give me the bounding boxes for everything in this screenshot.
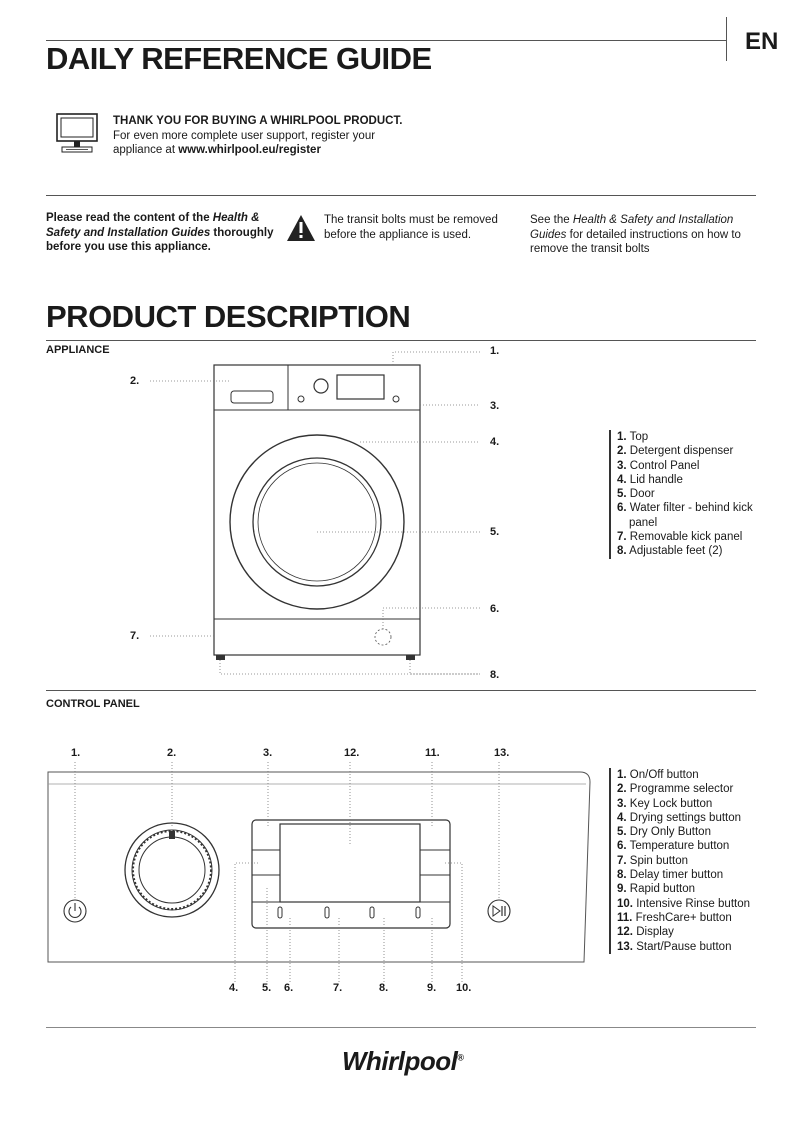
monitor-icon [54,112,100,161]
legend-item: 12. Display [617,926,674,939]
see-text-5: remove the transit bolts [530,243,650,255]
legend-item: 1. Top [617,431,649,443]
transit-line-2: before the appliance is used. [324,228,472,241]
door-glass [252,457,382,587]
appliance-callout-3: 3. [490,400,500,412]
legend-item: 2. Detergent dispenser [617,445,734,458]
transit-line-1: The transit bolts must be removed [324,214,498,226]
control-display [336,374,385,400]
legend-item: 8. Adjustable feet (2) [617,545,723,558]
legend-item: 8. Delay timer button [617,869,724,882]
legend-item: 11. FreshCare+ button [617,911,732,924]
panel-callout-5: 5. [262,982,272,994]
panel-callout-4: 4. [229,982,239,994]
product-rule [46,340,756,341]
read-text-1: Please read the content of the [46,212,213,224]
read-notice: Please read the content of the Health & … [46,211,286,255]
see-text-2: Health & Safety and Installation [572,214,734,226]
panel-callout-6: 6. [284,982,294,994]
legend-item: 7. Removable kick panel [617,531,743,544]
legend-item: 3. Key Lock button [617,797,713,810]
panel-callout-9: 9. [427,982,437,994]
warning-icon [285,213,317,248]
see-notice: See the Health & Safety and Installation… [530,213,741,257]
legend-item: panel [629,516,658,529]
legend-item: 7. Spin button [617,854,688,867]
appliance-label: APPLIANCE [46,344,110,356]
legend-item: 10. Intensive Rinse button [617,897,750,910]
appliance-callout-8: 8. [490,669,500,681]
appliance-legend: 1. Top 2. Detergent dispenser 3. Control… [609,430,753,559]
read-text-3: Safety and Installation Guides [46,226,211,239]
legend-item: 13. Start/Pause button [617,940,732,953]
see-text-1: See the [530,214,573,226]
control-rule [46,690,756,691]
language-badge: EN [745,28,779,55]
brand-logo: Whirlpool® [342,1046,464,1077]
brand-name: Whirlpool [342,1046,458,1076]
panel-callout-3: 3. [263,747,273,759]
appliance-callout-5: 5. [490,526,500,538]
read-text-2: Health & [212,212,260,224]
control-knob [313,378,329,394]
panel-callout-12: 12. [344,747,360,759]
control-panel-label: CONTROL PANEL [46,698,140,710]
appliance-drawing [150,351,480,675]
dispenser-handle [230,390,274,404]
transit-notice: The transit bolts must be removed before… [324,213,498,242]
control-panel-drawing [47,762,591,982]
legend-item: 6. Water filter - behind kick [617,502,753,515]
appliance-callout-4: 4. [490,436,500,448]
panel-callout-7: 7. [333,982,343,994]
legend-item: 4. Lid handle [617,473,683,486]
header-rule [46,40,726,41]
appliance-callout-1: 1. [490,345,500,357]
intro-thanks: THANK YOU FOR BUYING A WHIRLPOOL PRODUCT… [113,115,403,127]
see-text-4: for detailed instructions on how to [566,228,741,241]
intro-line2: For even more complete user support, reg… [113,129,376,142]
see-text-3: Guides [530,228,567,241]
panel-legend: 1. On/Off button 2. Programme selector 3… [609,768,750,954]
footer-rule [46,1027,756,1028]
panel-callout-1: 1. [71,747,81,759]
read-text-5: before you use this appliance. [46,241,211,253]
panel-callout-13: 13. [494,747,510,759]
appliance-callout-7: 7. [130,630,140,642]
intro-line3: appliance at [113,144,179,156]
legend-item: 9. Rapid button [617,883,696,896]
read-text-4: thoroughly [210,226,274,239]
section-title: PRODUCT DESCRIPTION [46,299,411,334]
legend-item: 5. Door [617,488,655,501]
panel-callout-11: 11. [425,747,440,759]
legend-item: 1. On/Off button [617,769,699,781]
register-link[interactable]: www.whirlpool.eu/register [178,144,321,156]
display-screen [279,823,421,903]
page-title: DAILY REFERENCE GUIDE [46,41,432,76]
appliance-callout-2: 2. [130,375,140,387]
legend-item: 5. Dry Only Button [617,826,711,839]
appliance-callout-6: 6. [490,603,500,615]
panel-callout-10: 10. [456,982,472,994]
legend-item: 3. Control Panel [617,459,700,472]
intro-text: THANK YOU FOR BUYING A WHIRLPOOL PRODUCT… [113,114,402,158]
brand-reg: ® [457,1052,464,1063]
panel-callout-8: 8. [379,982,389,994]
start-pause-icon [487,899,511,923]
panel-callout-2: 2. [167,747,177,759]
legend-item: 6. Temperature button [617,840,730,853]
header-divider [726,17,727,61]
legend-item: 2. Programme selector [617,783,734,796]
legend-item: 4. Drying settings button [617,811,742,824]
intro-rule [46,195,756,196]
